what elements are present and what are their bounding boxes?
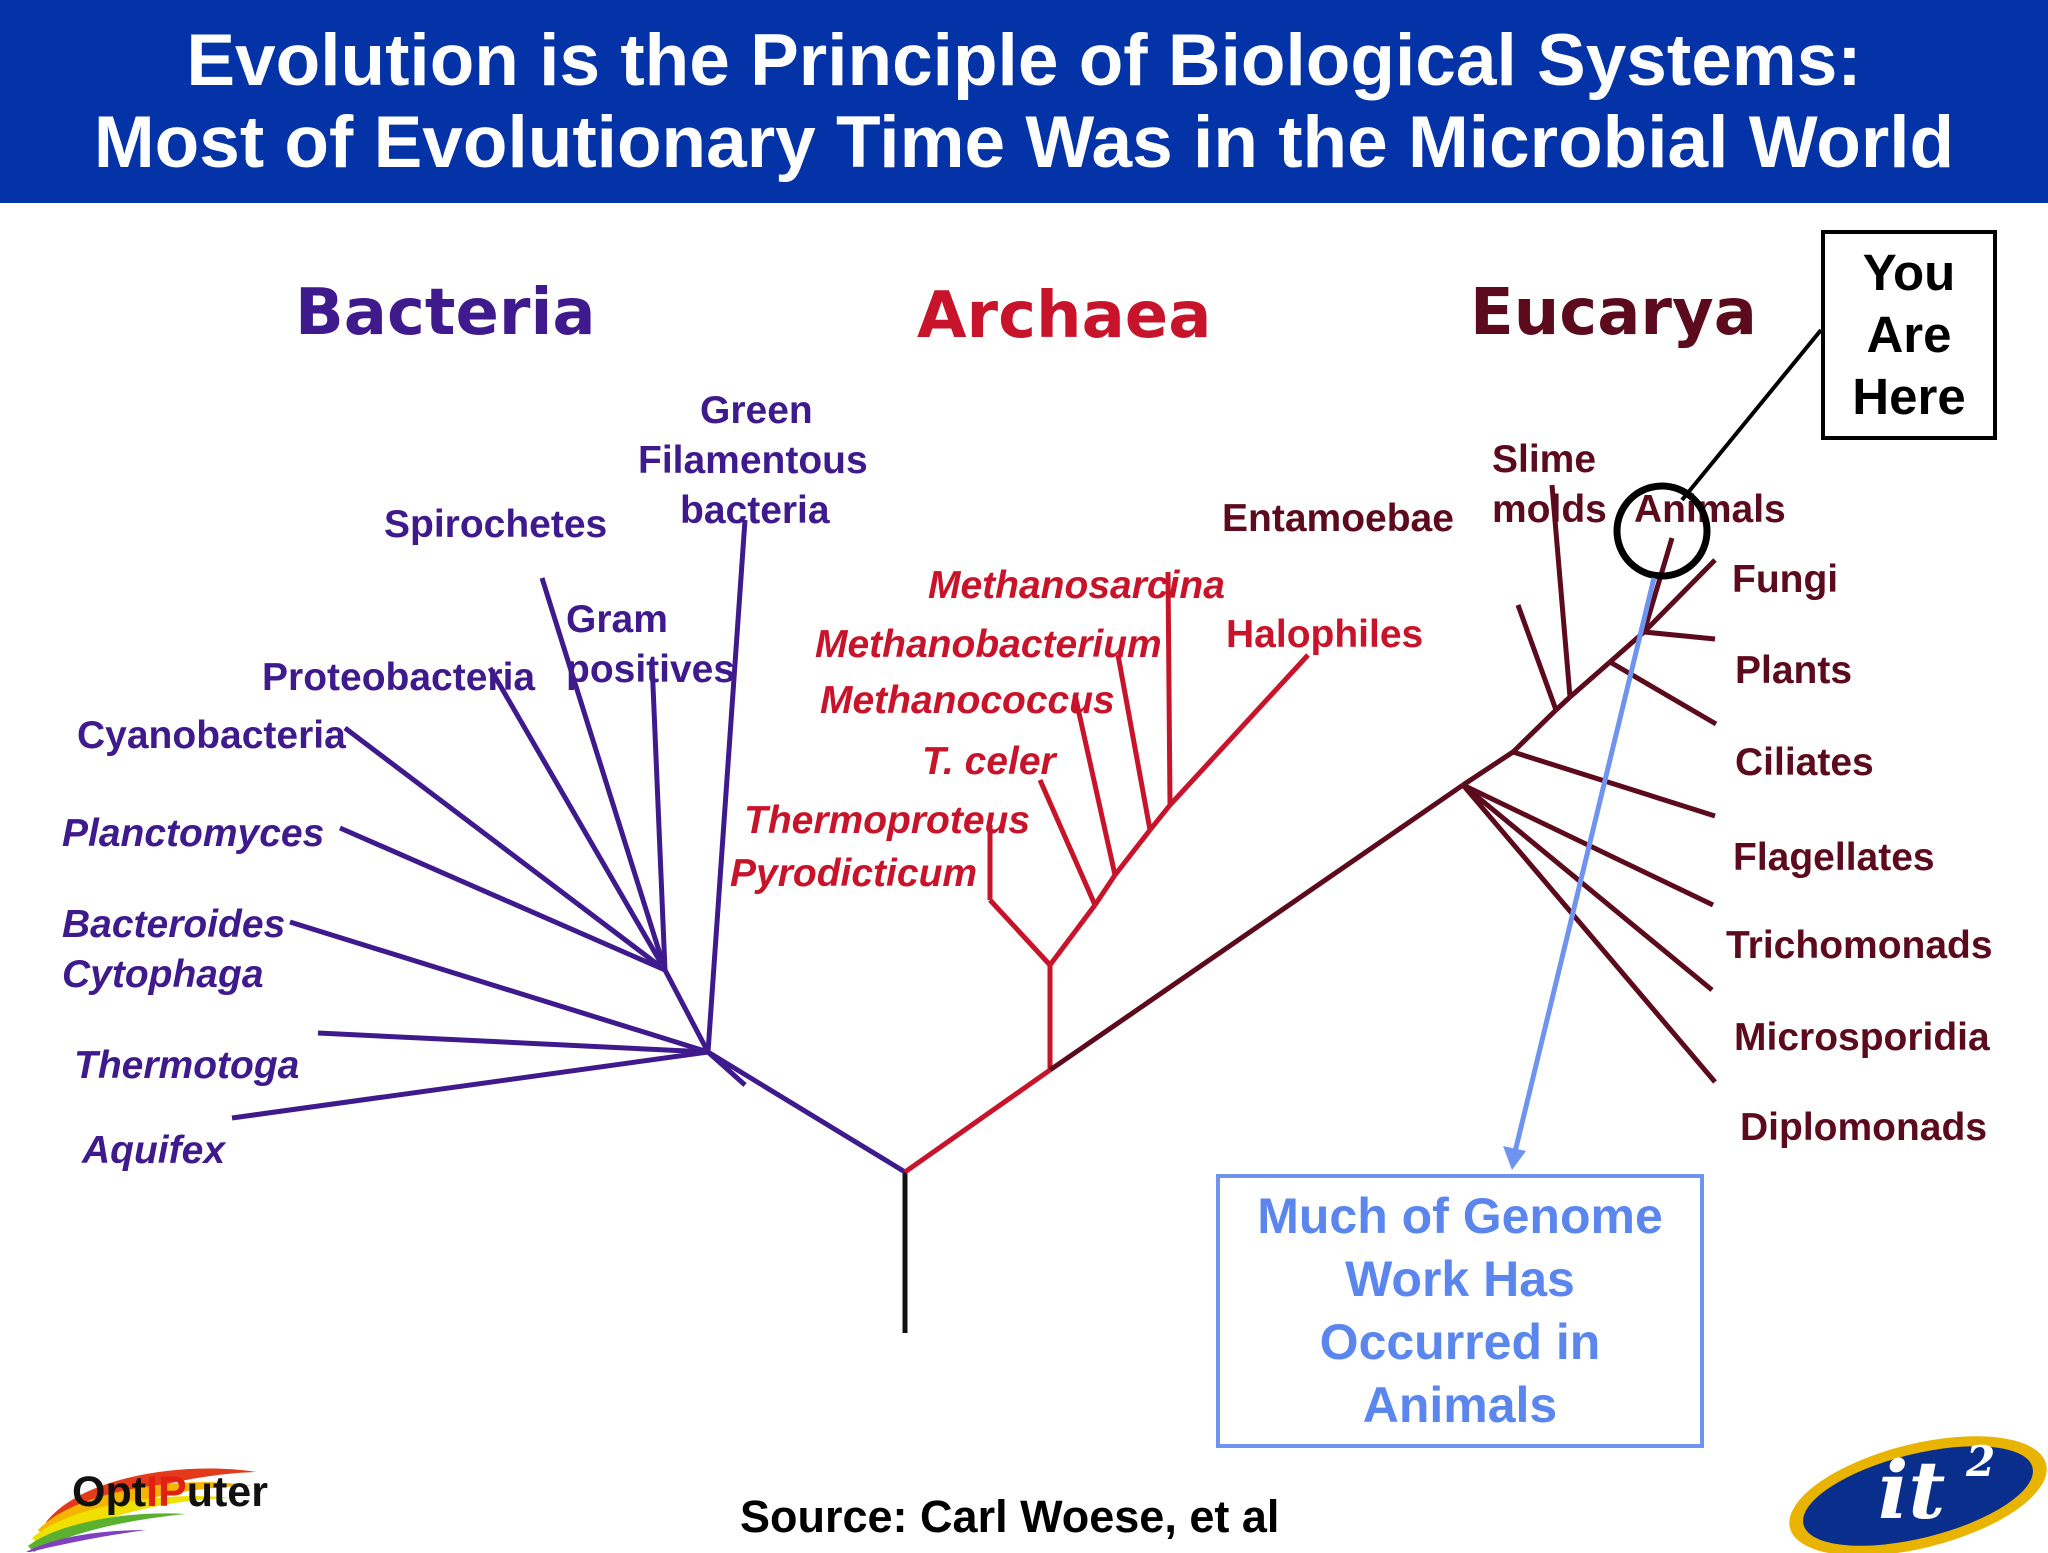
taxon-methanobacterium: Methanobacterium — [815, 623, 1162, 666]
optiputer-wordmark: OptIPuter — [72, 1468, 268, 1516]
taxon-green-filamentous-2: Filamentous — [638, 439, 868, 482]
taxon-cytophaga: Cytophaga — [62, 953, 264, 996]
domain-eucarya: Eucarya — [1470, 276, 1757, 350]
taxon-diplomonads: Diplomonads — [1740, 1106, 1987, 1149]
taxon-spirochetes: Spirochetes — [384, 503, 607, 546]
taxon-entamoebae: Entamoebae — [1222, 497, 1454, 540]
taxon-ciliates: Ciliates — [1735, 741, 1874, 784]
genome-arrow-line — [1512, 577, 1657, 1153]
eucarya-branches — [1048, 484, 1718, 1084]
taxon-microsporidia: Microsporidia — [1734, 1016, 1990, 1059]
taxon-proteobacteria: Proteobacteria — [262, 656, 535, 699]
you-are-here-line-2: Are — [1866, 306, 1952, 363]
optiputer-logo — [26, 1468, 256, 1552]
taxon-thermotoga: Thermotoga — [74, 1044, 299, 1087]
taxon-flagellates: Flagellates — [1733, 836, 1935, 879]
domain-bacteria: Bacteria — [295, 276, 596, 350]
taxon-methanococcus: Methanococcus — [820, 679, 1115, 722]
genome-note-line-4: Animals — [1362, 1377, 1558, 1433]
title-line-1: Evolution is the Principle of Biological… — [186, 19, 1862, 101]
taxon-t-celer: T. celer — [922, 740, 1058, 783]
taxon-aquifex: Aquifex — [81, 1129, 226, 1172]
it2-logo: it 2 — [1789, 1436, 2047, 1553]
taxon-trichomonads: Trichomonads — [1726, 924, 1993, 967]
taxon-bacteroides: Bacteroides — [62, 903, 285, 946]
you-are-here-pointer — [1680, 328, 1823, 502]
taxon-green-filamentous-3: bacteria — [680, 489, 830, 532]
svg-text:it: it — [1878, 1443, 1945, 1537]
title-line-2: Most of Evolutionary Time Was in the Mic… — [93, 101, 1955, 183]
animals-highlight-circle — [1613, 482, 1711, 580]
archaea-branches — [903, 571, 1310, 1175]
genome-note-line-3: Occurred in — [1319, 1314, 1601, 1370]
taxon-slime-molds-2: molds — [1492, 488, 1607, 531]
taxon-slime-molds-1: Slime — [1492, 438, 1596, 481]
taxon-cyanobacteria: Cyanobacteria — [77, 714, 346, 757]
you-are-here-line-1: You — [1862, 244, 1956, 301]
source-citation: Source: Carl Woese, et al — [740, 1491, 1280, 1542]
taxon-gram-positives-2: positives — [566, 648, 735, 691]
svg-text:2: 2 — [1965, 1437, 1995, 1486]
genome-note-line-1: Much of Genome — [1257, 1188, 1663, 1244]
you-are-here-line-3: Here — [1852, 368, 1966, 425]
taxon-green-filamentous-1: Green — [700, 389, 813, 432]
taxon-planctomyces: Planctomyces — [62, 812, 324, 855]
genome-arrow-head — [1503, 1146, 1526, 1170]
taxon-pyrodicticum: Pyrodicticum — [730, 852, 977, 895]
taxon-thermoproteus: Thermoproteus — [744, 799, 1030, 842]
title-banner: Evolution is the Principle of Biological… — [0, 0, 2048, 203]
taxon-methanosarcina: Methanosarcina — [928, 564, 1225, 607]
taxon-halophiles: Halophiles — [1226, 613, 1423, 656]
genome-note-line-2: Work Has — [1345, 1251, 1575, 1307]
taxon-gram-positives-1: Gram — [566, 598, 668, 641]
taxon-fungi: Fungi — [1732, 558, 1838, 601]
bacteria-branches — [231, 519, 907, 1175]
domain-archaea: Archaea — [917, 279, 1211, 353]
you-are-here-callout: You Are Here — [1821, 230, 1997, 440]
taxon-plants: Plants — [1735, 649, 1852, 692]
genome-work-callout: Much of Genome Work Has Occurred in Anim… — [1216, 1174, 1704, 1448]
